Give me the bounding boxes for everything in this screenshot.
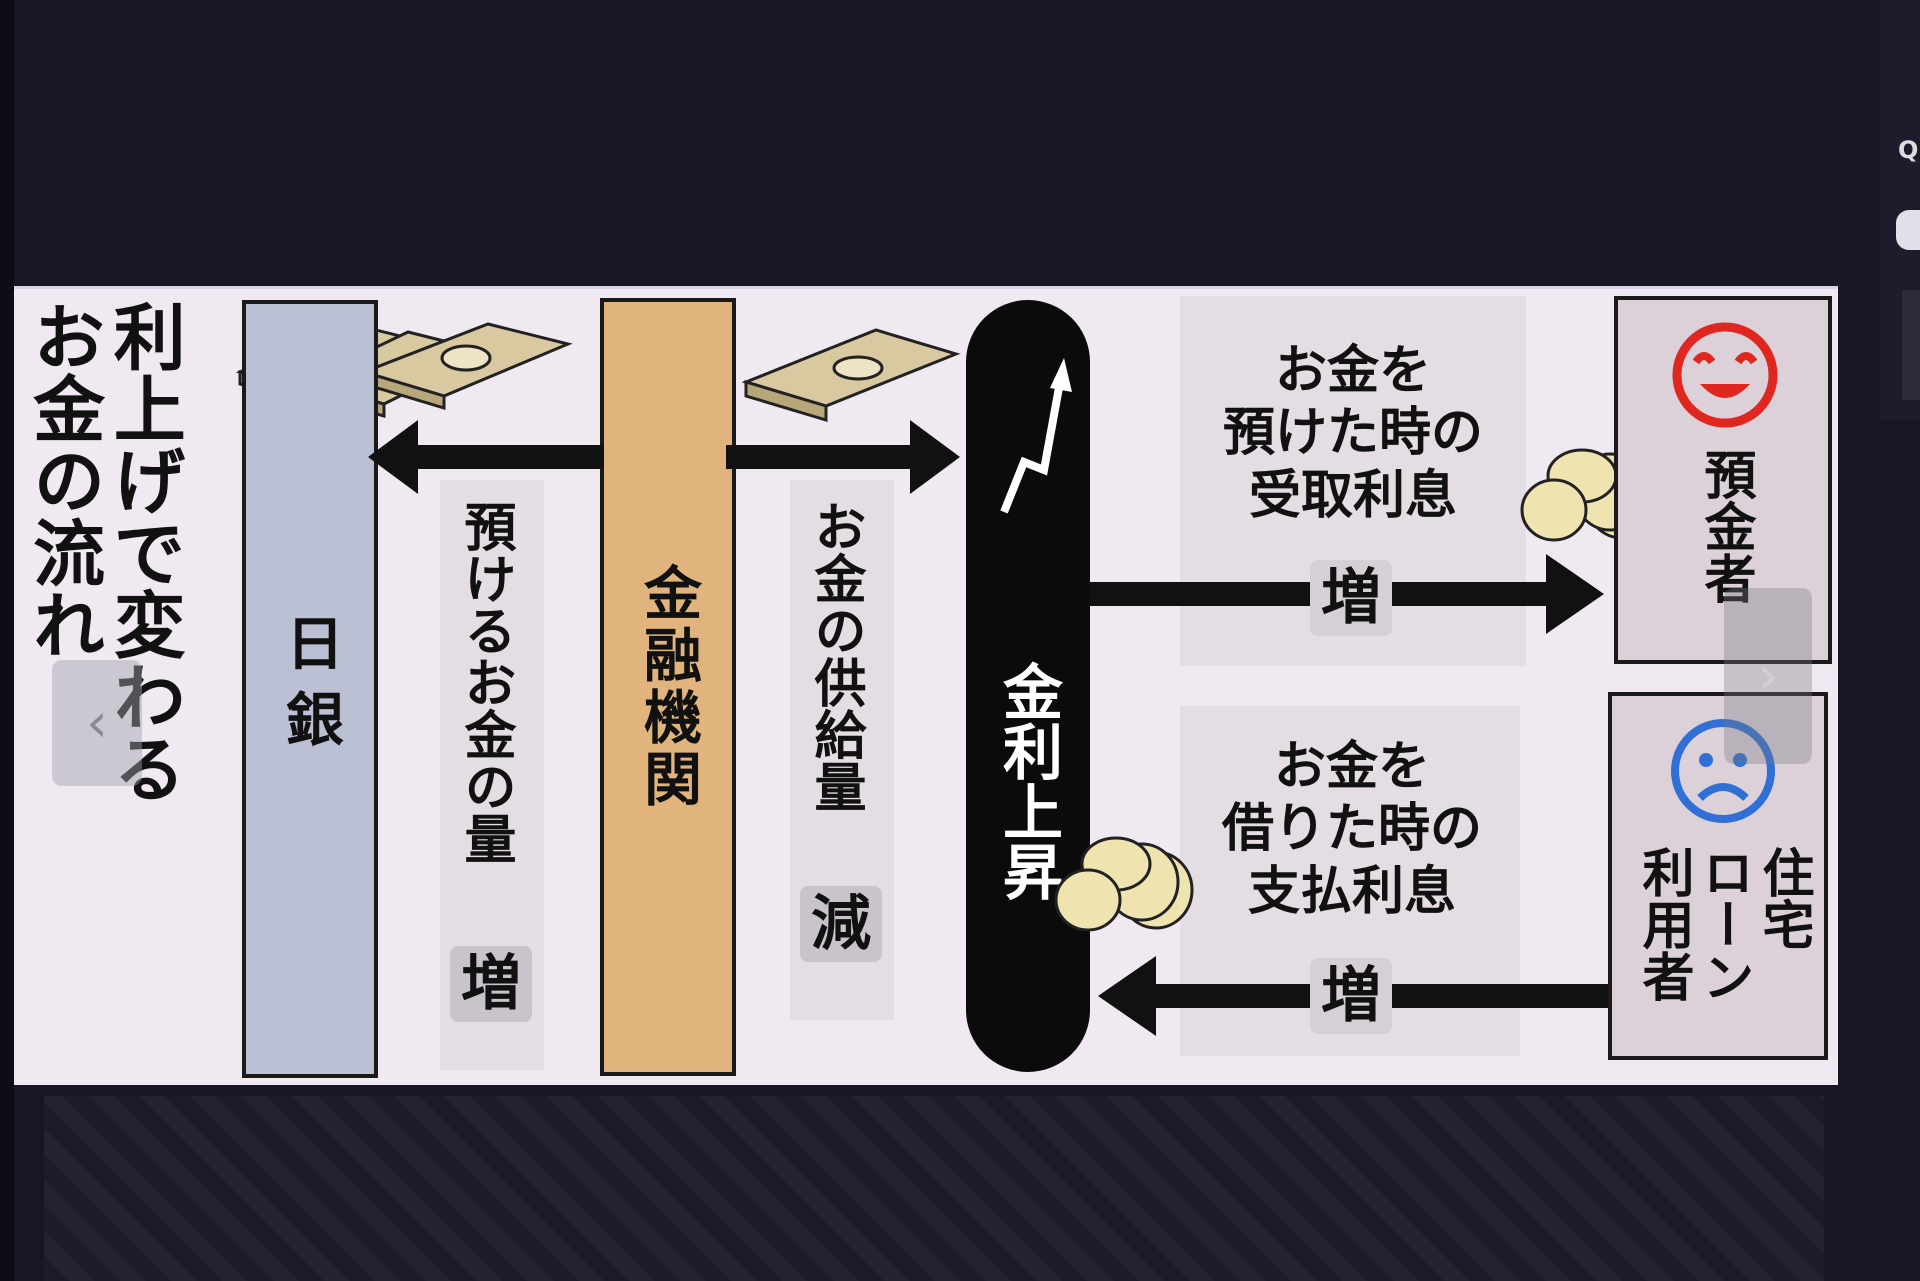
boj-column: 日銀 bbox=[242, 300, 378, 1078]
deposit-increase-badge: 増 bbox=[450, 946, 532, 1022]
borrower-flow-line1: お金を bbox=[1184, 736, 1520, 798]
side-q-label: Q bbox=[1898, 136, 1918, 164]
bank-label: 金融機関 bbox=[626, 563, 710, 811]
borrower-flow-line2: 借りた時の bbox=[1184, 798, 1520, 860]
coins-icon bbox=[1052, 834, 1202, 934]
deposit-amount-label: 預けるお金の量 bbox=[448, 500, 523, 864]
boj-label: 日銀 bbox=[268, 613, 352, 765]
pay-interest-increase-badge: 増 bbox=[1310, 958, 1392, 1034]
arrow-bank-to-rate bbox=[726, 420, 960, 494]
borrower-flow-line3: 支払利息 bbox=[1184, 861, 1520, 923]
add-tab-icon[interactable] bbox=[1896, 210, 1920, 250]
borrower-flow-text: お金を 借りた時の 支払利息 bbox=[1184, 736, 1520, 923]
upward-trend-arrow-icon bbox=[994, 352, 1074, 522]
depositor-flow-text: お金を 預けた時の 受取利息 bbox=[1184, 340, 1522, 527]
money-supply-decrease-badge: 減 bbox=[800, 886, 882, 962]
depositor-flow-line2: 預けた時の bbox=[1184, 402, 1522, 464]
carousel-next-button[interactable]: › bbox=[1724, 588, 1812, 764]
scrollbar-thumb[interactable] bbox=[1902, 290, 1920, 400]
borrower-label-line3: 利用者 bbox=[1626, 846, 1701, 1002]
money-supply-label: お金の供給量 bbox=[798, 500, 873, 812]
smile-face-icon bbox=[1670, 320, 1780, 430]
arrow-bank-to-boj bbox=[368, 420, 604, 494]
carousel-prev-button[interactable]: ‹ bbox=[52, 660, 142, 786]
depositor-flow-line1: お金を bbox=[1184, 340, 1522, 402]
receive-interest-increase-badge: 増 bbox=[1310, 560, 1392, 636]
depositor-label: 預金者 bbox=[1688, 448, 1763, 604]
interest-rate-pill: 金利上昇 bbox=[966, 300, 1090, 1072]
bank-column: 金融機関 bbox=[600, 298, 736, 1076]
screen-left-edge bbox=[0, 0, 14, 1281]
depositor-flow-line3: 受取利息 bbox=[1184, 465, 1522, 527]
banknote-icon bbox=[736, 320, 966, 430]
background-strip bbox=[44, 1096, 1824, 1281]
